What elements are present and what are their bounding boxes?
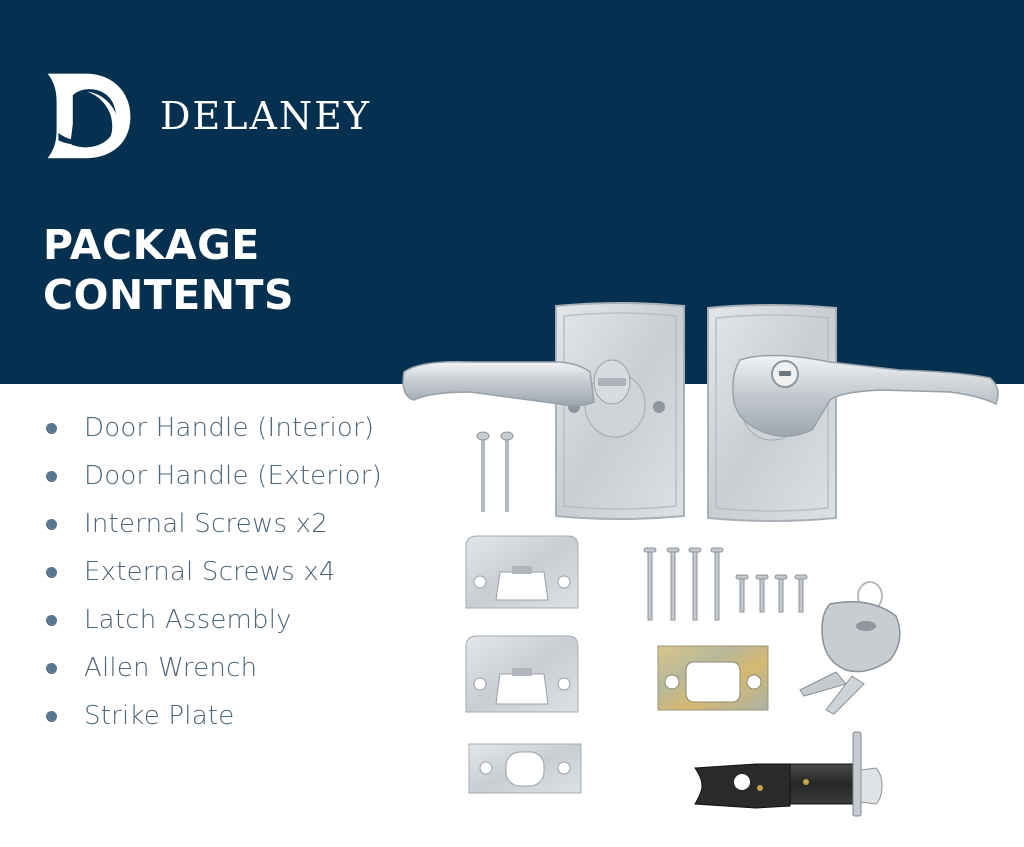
list-item: Allen Wrench xyxy=(44,644,382,692)
bullet-icon xyxy=(46,614,57,626)
title-line-2: CONTENTS xyxy=(43,271,295,319)
bullet-icon xyxy=(46,710,57,722)
list-item: Door Handle (Interior) xyxy=(44,404,382,452)
list-item: Internal Screws x2 xyxy=(44,500,382,548)
strike-plate-icon xyxy=(465,535,579,609)
delaney-logo-icon xyxy=(47,73,131,159)
page-title: PACKAGE CONTENTS xyxy=(43,220,294,320)
title-line-1: PACKAGE xyxy=(43,221,260,269)
latch-faceplate-icon xyxy=(468,743,582,794)
package-contents-list: Door Handle (Interior) Door Handle (Exte… xyxy=(44,404,382,740)
list-item-label: Latch Assembly xyxy=(84,605,292,635)
bullet-icon xyxy=(46,422,57,434)
list-item: Door Handle (Exterior) xyxy=(44,452,382,500)
brand: DELANEY xyxy=(44,70,371,160)
strike-plate-icon xyxy=(465,635,579,713)
exterior-handle-icon xyxy=(707,304,999,522)
list-item: Latch Assembly xyxy=(44,596,382,644)
bullet-icon xyxy=(46,566,57,578)
list-item-label: Door Handle (Exterior) xyxy=(84,461,382,491)
bullet-icon xyxy=(46,662,57,674)
bullet-icon xyxy=(46,518,57,530)
header-band xyxy=(0,0,1024,384)
list-item: Strike Plate xyxy=(44,692,382,740)
list-item-label: Internal Screws x2 xyxy=(84,509,328,539)
internal-screws-icon xyxy=(476,431,514,512)
list-item-label: Allen Wrench xyxy=(84,653,258,683)
list-item: External Screws x4 xyxy=(44,548,382,596)
list-item-label: Door Handle (Interior) xyxy=(84,413,375,443)
list-item-label: External Screws x4 xyxy=(84,557,336,587)
reinforcer-plate-icon xyxy=(657,645,769,711)
list-item-label: Strike Plate xyxy=(84,701,235,731)
brand-name: DELANEY xyxy=(160,94,371,138)
bullet-icon xyxy=(46,470,57,482)
interior-handle-icon xyxy=(402,302,685,520)
latch-assembly-icon xyxy=(694,731,883,817)
wood-screws-icon xyxy=(643,547,808,621)
keys-icon xyxy=(799,581,901,715)
